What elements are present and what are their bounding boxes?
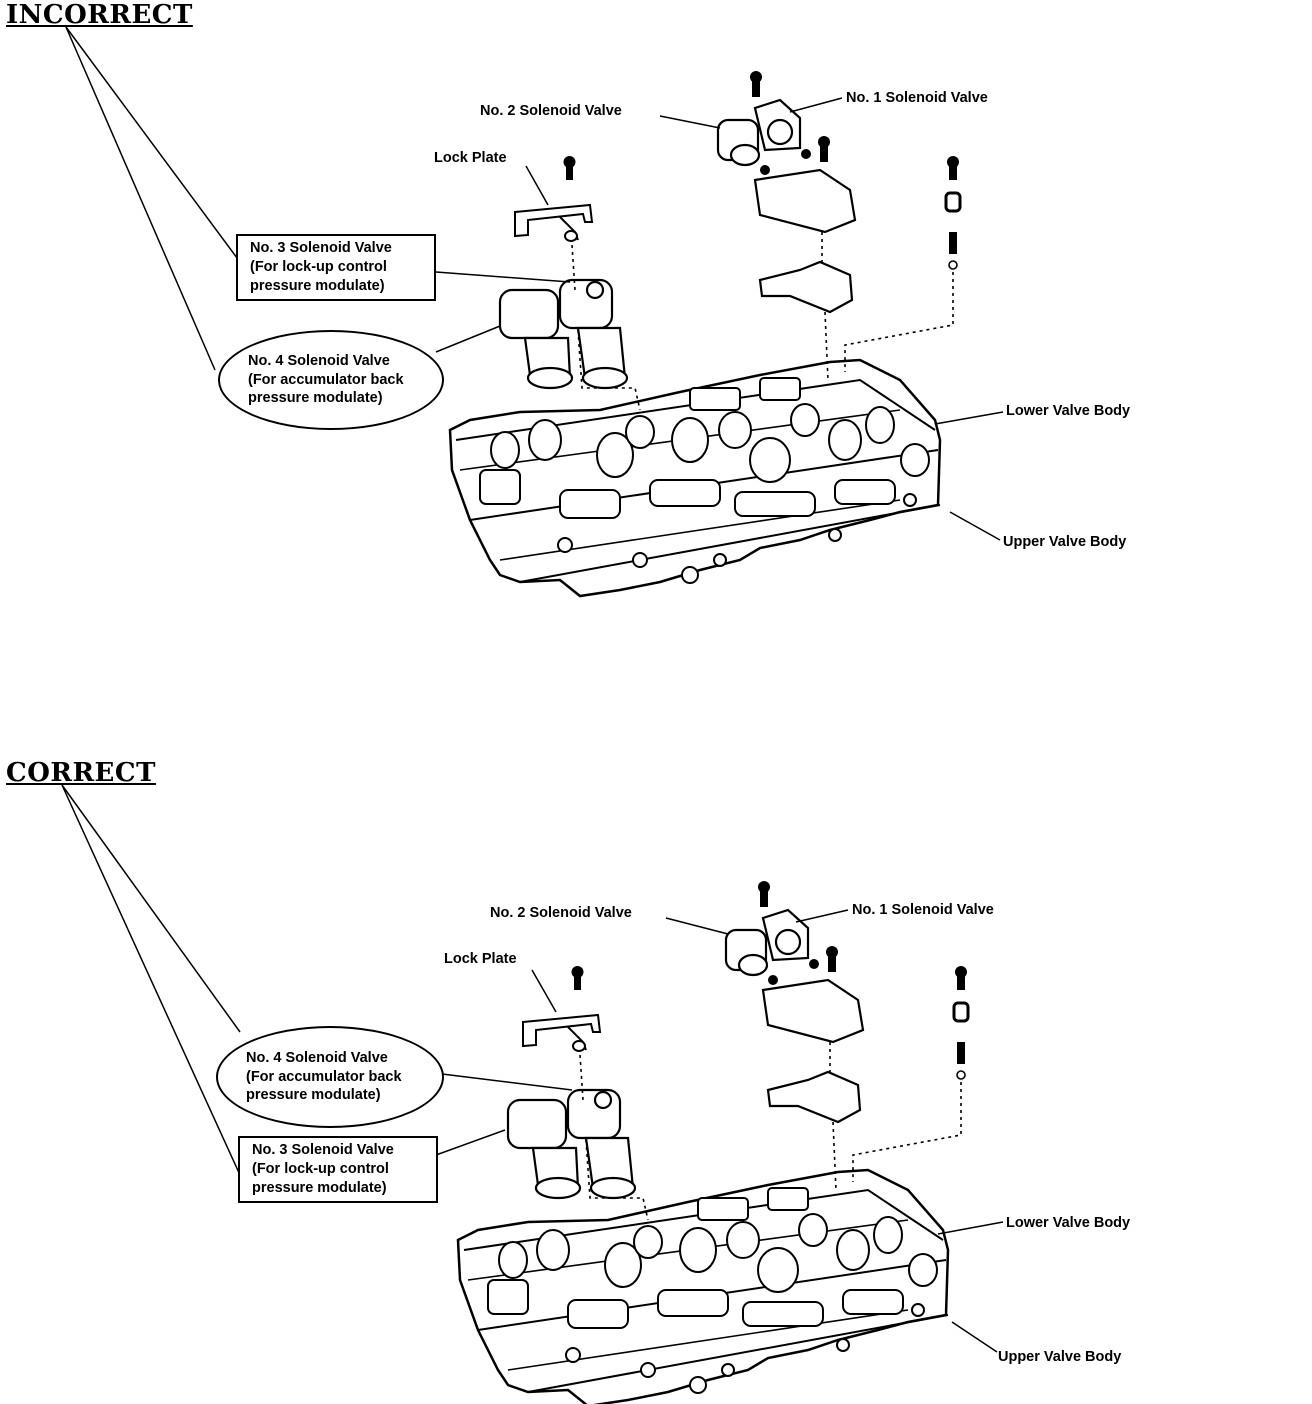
callout-line: No. 4 Solenoid Valve — [248, 352, 390, 369]
no3-solenoid-box-callout: No. 3 Solenoid Valve (For lock-up contro… — [236, 234, 436, 301]
callout-line: No. 3 Solenoid Valve — [250, 240, 392, 256]
callout-line: No. 4 Solenoid Valve — [246, 1049, 388, 1066]
callout-line: pressure modulate) — [246, 1087, 381, 1104]
correct-heading: CORRECT — [6, 758, 156, 788]
callout-line: No. 3 Solenoid Valve — [252, 1142, 394, 1158]
no2-solenoid-label: No. 2 Solenoid Valve — [480, 103, 622, 119]
upper-valve-body-label: Upper Valve Body — [1003, 534, 1127, 550]
incorrect-heading: INCORRECT — [6, 0, 193, 30]
lock-plate-label: Lock Plate — [444, 951, 517, 967]
lock-plate-label: Lock Plate — [434, 150, 507, 166]
no3-solenoid-box-callout: No. 3 Solenoid Valve (For lock-up contro… — [238, 1136, 438, 1203]
callout-line: (For lock-up control — [250, 258, 387, 275]
callout-line: pressure modulate) — [248, 390, 383, 407]
callout-line: (For accumulator back — [246, 1068, 402, 1085]
callout-line: (For lock-up control — [252, 1160, 389, 1177]
upper-valve-body-label: Upper Valve Body — [998, 1349, 1122, 1365]
no1-solenoid-label: No. 1 Solenoid Valve — [846, 90, 988, 106]
no4-solenoid-oval-callout: No. 4 Solenoid Valve (For accumulator ba… — [218, 330, 444, 430]
no4-solenoid-oval-callout: No. 4 Solenoid Valve (For accumulator ba… — [216, 1026, 444, 1128]
callout-line: (For accumulator back — [248, 371, 404, 388]
callout-line: pressure modulate) — [250, 277, 385, 294]
no1-solenoid-label: No. 1 Solenoid Valve — [852, 902, 994, 918]
lower-valve-body-label: Lower Valve Body — [1006, 403, 1131, 419]
lower-valve-body-label: Lower Valve Body — [1006, 1215, 1131, 1231]
callout-line: pressure modulate) — [252, 1179, 387, 1196]
no2-solenoid-label: No. 2 Solenoid Valve — [490, 905, 632, 921]
